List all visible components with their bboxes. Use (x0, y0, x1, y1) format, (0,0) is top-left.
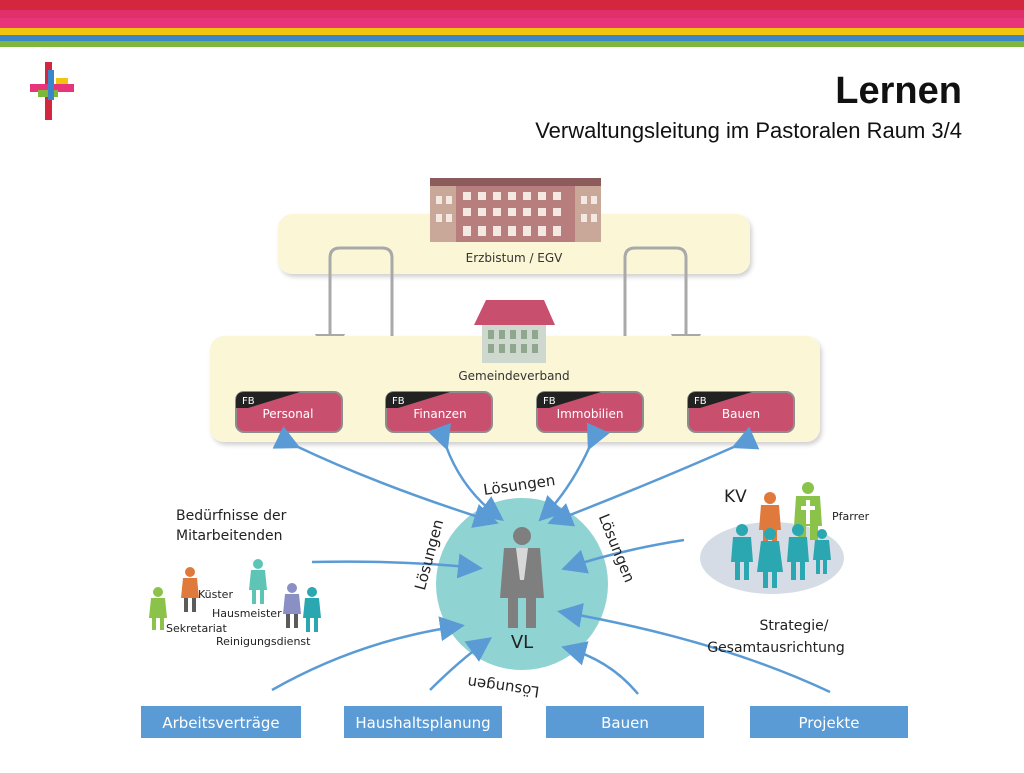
cross-logo-icon (30, 62, 74, 120)
staff-people-icon (149, 559, 321, 632)
dept-label: Personal (262, 407, 313, 421)
role-kuester: Küster (198, 588, 233, 601)
dept-bauen[interactable]: FB Bauen (687, 391, 795, 433)
role-hausmeister: Hausmeister (212, 607, 282, 620)
solutions-label-top: Lösungen (482, 471, 556, 499)
kv-label: KV (724, 487, 747, 507)
vl-label: VL (511, 632, 533, 653)
dept-finanzen[interactable]: FB Finanzen (385, 391, 493, 433)
box-haushaltsplanung[interactable]: Haushaltsplanung (344, 706, 502, 738)
erzbistum-label: Erzbistum / EGV (466, 251, 564, 265)
page-subtitle: Verwaltungsleitung im Pastoralen Raum 3/… (535, 118, 962, 143)
erzbistum-building-icon (430, 178, 601, 242)
dept-label: Finanzen (413, 407, 466, 421)
connector-down-left (315, 246, 394, 364)
fb-tag: FB (543, 396, 556, 407)
box-label: Bauen (601, 714, 649, 732)
strategy-line1: Strategie/ (760, 618, 829, 634)
dept-label: Bauen (722, 407, 760, 421)
fb-tag: FB (392, 396, 405, 407)
solutions-label-bottom: Lösungen (466, 673, 540, 701)
box-label: Arbeitsverträge (162, 714, 279, 732)
vl-person-icon (500, 527, 544, 628)
page-title: Lernen (835, 70, 962, 112)
box-label: Haushaltsplanung (355, 714, 490, 732)
fb-tag: FB (242, 396, 255, 407)
box-bauen[interactable]: Bauen (546, 706, 704, 738)
solution-arrows (271, 422, 831, 695)
fb-tag: FB (694, 396, 707, 407)
needs-heading-line2: Mitarbeitenden (176, 528, 283, 544)
pfarrer-label: Pfarrer (832, 510, 870, 523)
kv-people-icon (731, 482, 831, 588)
gemeindeverband-building-icon (474, 300, 555, 363)
role-sekretariat: Sekretariat (166, 622, 228, 635)
strategy-line2: Gesamtausrichtung (707, 640, 845, 656)
gemeindeverband-label: Gemeindeverband (458, 369, 569, 383)
dept-immobilien[interactable]: FB Immobilien (536, 391, 644, 433)
header-stripes (0, 0, 1024, 47)
connector-down-right (623, 246, 701, 364)
box-arbeitsvertraege[interactable]: Arbeitsverträge (141, 706, 301, 738)
dept-label: Immobilien (557, 407, 624, 421)
needs-heading-line1: Bedürfnisse der (176, 508, 287, 524)
gemeindeverband-panel (210, 336, 820, 442)
role-reinigungsdienst: Reinigungsdienst (216, 635, 311, 648)
erzbistum-panel (278, 214, 750, 274)
box-projekte[interactable]: Projekte (750, 706, 908, 738)
dept-personal[interactable]: FB Personal (235, 391, 343, 433)
box-label: Projekte (799, 714, 860, 732)
